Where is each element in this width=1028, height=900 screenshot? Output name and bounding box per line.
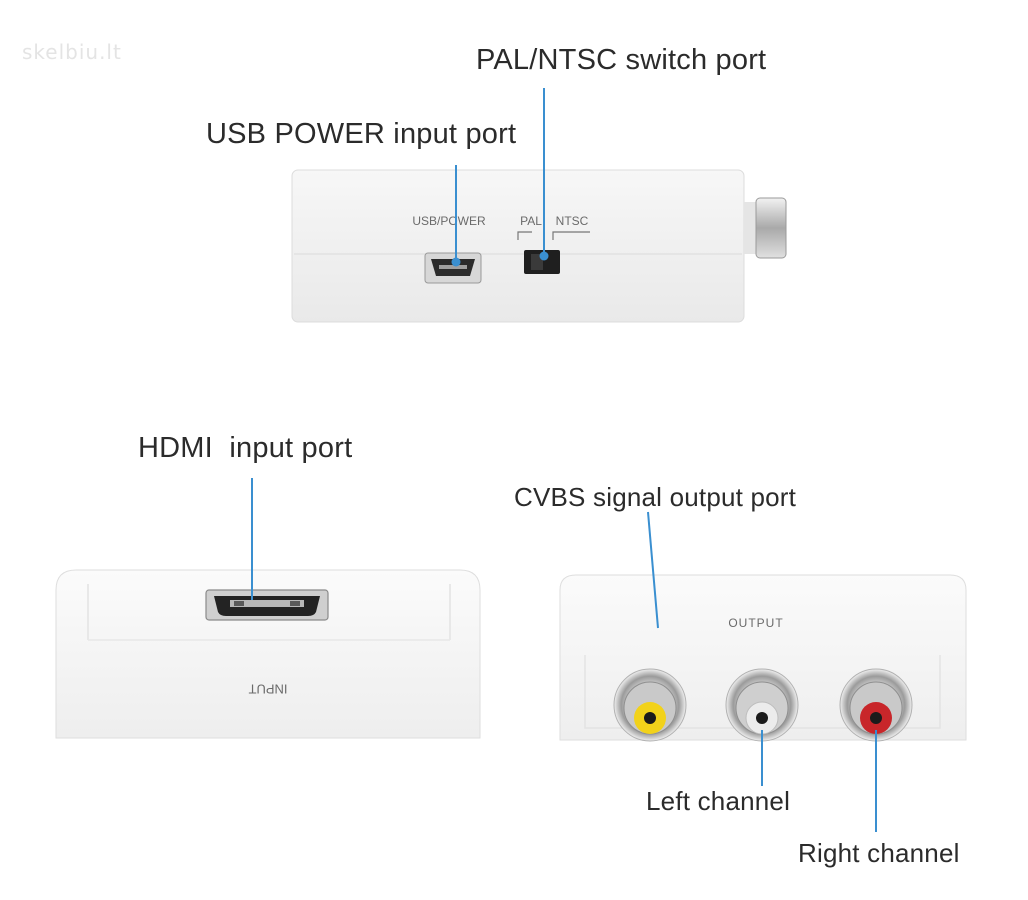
pal-ntsc-switch [524,250,560,274]
leader-line-cvbs [647,511,659,629]
leader-dot-pal-ntsc [539,251,549,261]
converter-side-view: USB/POWER PAL NTSC [291,169,787,323]
leader-dot-usb [451,257,461,267]
usb-power-device-label: USB/POWER [412,214,486,228]
callout-cvbs-signal-output-port: CVBS signal output port [514,482,797,512]
leader-lines [251,88,877,832]
callout-left-channel: Left channel [646,786,791,816]
callout-hdmi-input-port: HDMI input port [138,432,353,464]
callout-usb-power-input-port: USB POWER input port [206,118,517,150]
pal-device-label: PAL [520,214,542,228]
callout-right-channel: Right channel [798,838,960,868]
input-device-label: INPUT [248,682,287,697]
rca-jack-video [613,668,687,742]
hdmi-port [205,589,329,621]
converter-output-side: OUTPUT [559,574,967,742]
rca-side-connector [744,197,787,259]
ntsc-device-label: NTSC [556,214,589,228]
callout-pal-ntsc-switch-port: PAL/NTSC switch port [476,44,767,76]
mini-usb-port [424,252,482,284]
rca-jack-left [725,668,799,742]
output-device-label: OUTPUT [728,616,783,630]
converter-hdmi-side: INPUT [55,569,481,739]
rca-jack-right [839,668,913,742]
watermark: skelbiu.lt [22,40,122,64]
